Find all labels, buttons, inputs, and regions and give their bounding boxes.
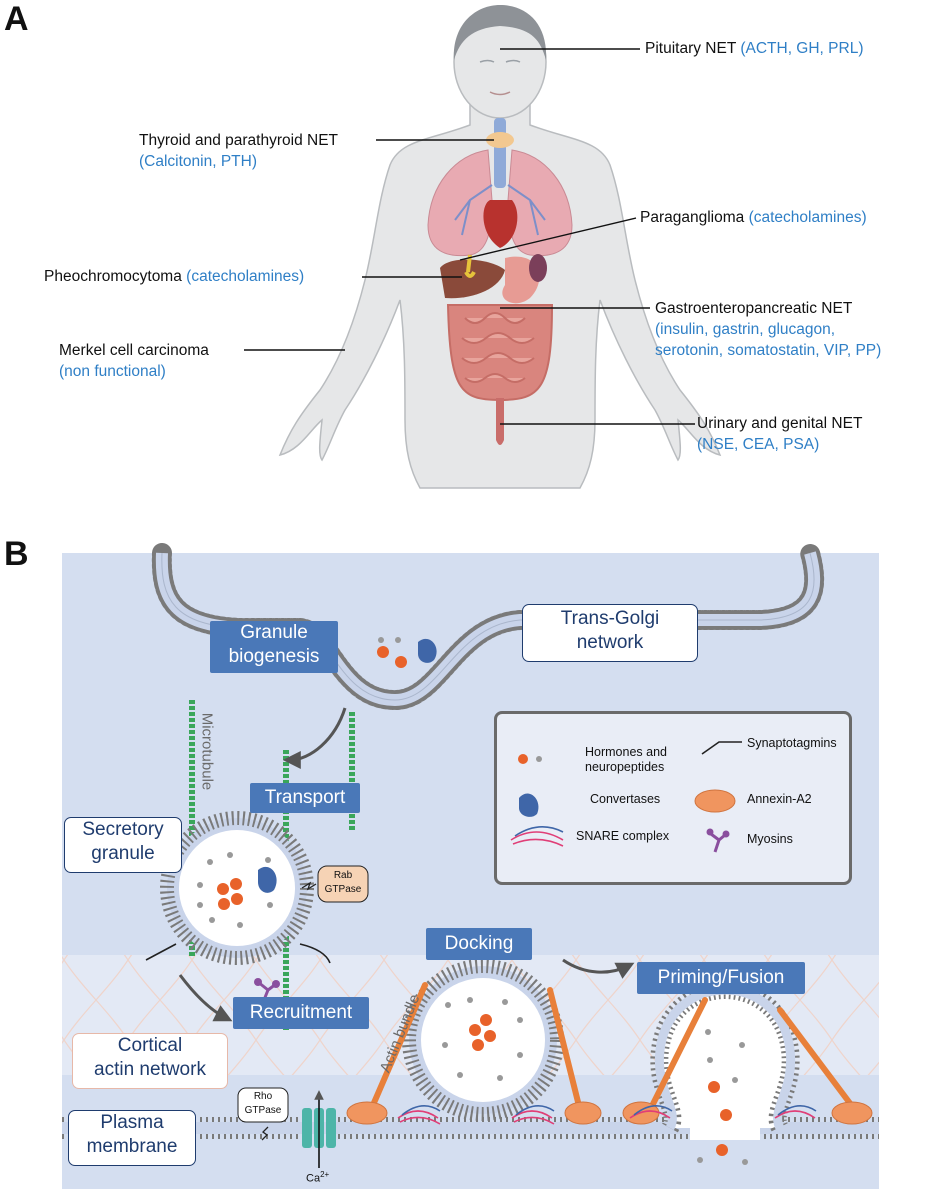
granule-convertase: [258, 866, 277, 893]
annexin: [564, 1101, 602, 1125]
actin-bundle: [367, 982, 428, 1115]
panel-b-letter: B: [4, 535, 29, 573]
legend-myosins-label: Myosins: [747, 832, 793, 846]
label-thyroid-net: Thyroid and parathyroid NET(Calcitonin, …: [139, 132, 339, 170]
legend-annexin-label: Annexin-A2: [747, 792, 812, 806]
label-merkel: Merkel cell carcinoma(non functional): [59, 342, 209, 380]
merkel-markers: (non functional): [59, 363, 166, 380]
label-gep-net: Gastroenteropancreatic NET(insulin, gast…: [655, 300, 882, 359]
legend-annexin-icon: [694, 789, 736, 813]
pituitary-markers: (ACTH, GH, PRL): [740, 40, 864, 57]
step-docking: Docking: [426, 928, 532, 960]
legend-convertases-label: Convertases: [590, 792, 661, 806]
hair: [453, 5, 547, 60]
label-pheochromocytoma: Pheochromocytoma (catecholamines): [44, 268, 305, 285]
annexin: [346, 1101, 388, 1125]
calcium-channel: [302, 1108, 312, 1148]
rectum: [496, 398, 504, 445]
golgi-hormone: [395, 637, 401, 643]
legend-convertase-icon: [519, 793, 539, 817]
spleen: [529, 254, 547, 282]
step-priming-fusion: Priming/Fusion: [637, 962, 805, 994]
calcium-label: Ca2+: [306, 1170, 330, 1185]
legend-snare-icon: [510, 831, 564, 847]
actin-bundle: [647, 997, 708, 1113]
gep-markers-line1: (insulin, gastrin, glucagon,: [655, 321, 836, 338]
legend-synaptotagmin-icon: [701, 741, 742, 755]
golgi-convertase: [418, 638, 437, 663]
synaptotagmin: [145, 943, 331, 964]
body-silhouette: [278, 104, 722, 489]
small-intestine: [461, 312, 535, 383]
human-body-illustration: [244, 5, 722, 489]
rho-link: [261, 1126, 269, 1141]
arrow-to-recruitment: [178, 974, 233, 1022]
label-paraganglioma: Paraganglioma (catecholamines): [640, 209, 867, 226]
step-recruitment: Recruitment: [233, 997, 369, 1029]
thyroid: [486, 132, 514, 148]
rab-link: [301, 881, 317, 891]
annexin: [831, 1101, 873, 1125]
liver: [440, 259, 505, 299]
legend-hormone-icon: [518, 754, 528, 764]
golgi-hormone: [378, 637, 384, 643]
actin-bundle: [777, 1007, 858, 1113]
paraganglioma-markers: (catecholamines): [748, 209, 867, 226]
snare-complex: [774, 1110, 816, 1119]
step-transport: Transport: [250, 783, 360, 813]
urinary-markers: (NSE, CEA, PSA): [697, 436, 820, 453]
rab-gtpase: [317, 865, 369, 903]
legend-myosin-icon: [710, 832, 726, 853]
arrow-to-priming: [562, 958, 635, 979]
microtubule-label: Microtubule: [198, 712, 216, 791]
heart: [483, 200, 518, 248]
label-pituitary-net: Pituitary NET (ACTH, GH, PRL): [645, 40, 864, 57]
pheochromocytoma-markers: (catecholamines): [186, 268, 305, 285]
actin-bundle: [547, 987, 583, 1113]
panel-a-letter: A: [4, 0, 29, 38]
arrow-to-transport: [282, 707, 347, 769]
snare-complex: [511, 1110, 555, 1125]
label-urinary-net: Urinary and genital NET(NSE, CEA, PSA): [697, 415, 863, 453]
golgi-hormone: [377, 646, 389, 658]
legend-snare-label: SNARE complex: [576, 829, 670, 843]
thyroid-markers: (Calcitonin, PTH): [139, 153, 257, 170]
legend-synaptotagmins-label: Synaptotagmins: [747, 736, 837, 750]
rho-gtpase: [237, 1087, 289, 1123]
snare-complex: [629, 1110, 671, 1119]
gep-markers-line2: serotonin, somatostatin, VIP, PP): [655, 342, 882, 359]
golgi-hormone: [395, 656, 407, 668]
snare-complex: [397, 1110, 441, 1125]
